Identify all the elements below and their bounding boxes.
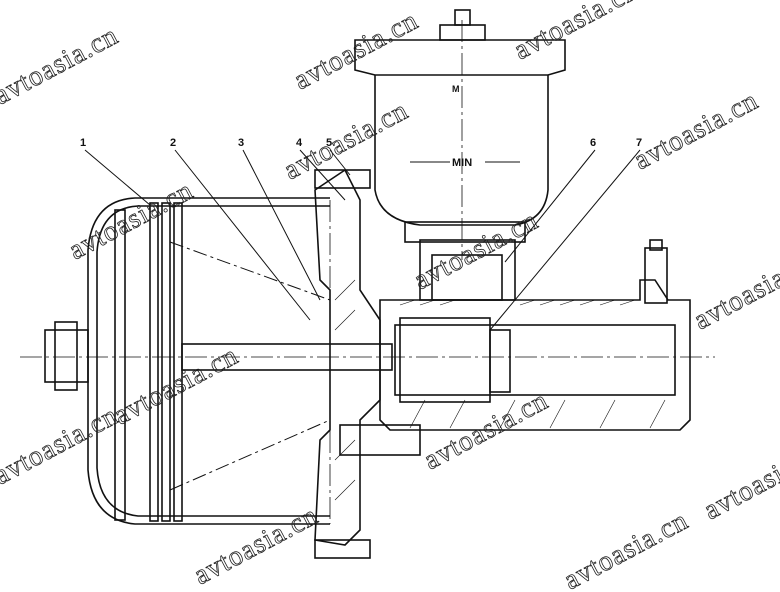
max-mark: M <box>452 84 460 94</box>
watermark: avtoasia.cn <box>109 340 244 431</box>
callout-5: 5 <box>326 137 332 149</box>
flange <box>314 168 381 546</box>
watermark: avtoasia.cn <box>699 435 780 526</box>
callout-6: 6 <box>590 137 596 149</box>
watermark: avtoasia.cn <box>629 85 764 176</box>
watermark: avtoasia.cn <box>0 400 124 491</box>
callout-1: 1 <box>80 137 86 149</box>
piston <box>114 209 126 521</box>
callout-3: 3 <box>238 137 244 149</box>
watermark: avtoasia.cn <box>189 500 324 591</box>
callout-7: 7 <box>636 137 642 149</box>
reservoir <box>374 75 549 226</box>
left-plug <box>44 329 89 383</box>
watermark: avtoasia.cn <box>559 505 694 592</box>
master-cylinder-body <box>379 279 691 431</box>
watermark: avtoasia.cn <box>509 0 644 66</box>
bleeder-valve <box>644 247 668 304</box>
watermark: avtoasia.cn <box>409 205 544 296</box>
watermark: avtoasia.cn <box>289 5 424 96</box>
watermark: avtoasia.cn <box>689 245 780 336</box>
watermark: avtoasia.cn <box>0 20 124 111</box>
callout-4: 4 <box>296 137 303 149</box>
callout-2: 2 <box>170 137 176 149</box>
reservoir-cap <box>354 39 566 76</box>
callout-labels: 1 2 3 4 5 6 7 MIN M <box>80 84 642 169</box>
section-hatching <box>334 279 666 501</box>
min-mark: MIN <box>452 157 472 169</box>
